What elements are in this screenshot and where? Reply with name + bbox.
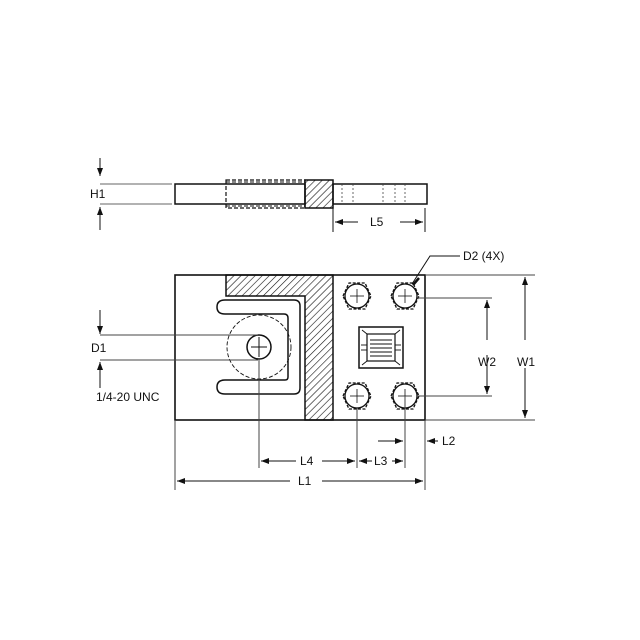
l3-label: L3 bbox=[374, 454, 388, 468]
l2-label: L2 bbox=[442, 434, 456, 448]
side-hatched-block bbox=[304, 179, 334, 209]
h1-dimension bbox=[97, 158, 172, 230]
hatched-section bbox=[225, 274, 334, 421]
strain-gauge-chip bbox=[358, 326, 404, 369]
l4-label: L4 bbox=[300, 454, 314, 468]
mounting-hole bbox=[342, 282, 372, 310]
thread-label: 1/4-20 UNC bbox=[96, 390, 160, 404]
w1-label: W1 bbox=[517, 355, 535, 369]
d2-label: D2 (4X) bbox=[463, 249, 505, 263]
l5-dimension bbox=[332, 208, 426, 232]
h1-label: H1 bbox=[90, 187, 106, 201]
dimension-lines bbox=[97, 255, 535, 490]
side-plate-left bbox=[174, 183, 306, 205]
top-view bbox=[174, 274, 426, 421]
side-plate-right bbox=[332, 183, 428, 205]
mounting-hole bbox=[390, 282, 420, 310]
d1-label: D1 bbox=[91, 341, 107, 355]
side-view bbox=[97, 158, 428, 232]
mounting-hole bbox=[342, 382, 372, 410]
l1-label: L1 bbox=[298, 474, 312, 488]
w2-label: W2 bbox=[478, 355, 496, 369]
l5-label: L5 bbox=[370, 215, 384, 229]
slot-outline bbox=[216, 299, 301, 395]
